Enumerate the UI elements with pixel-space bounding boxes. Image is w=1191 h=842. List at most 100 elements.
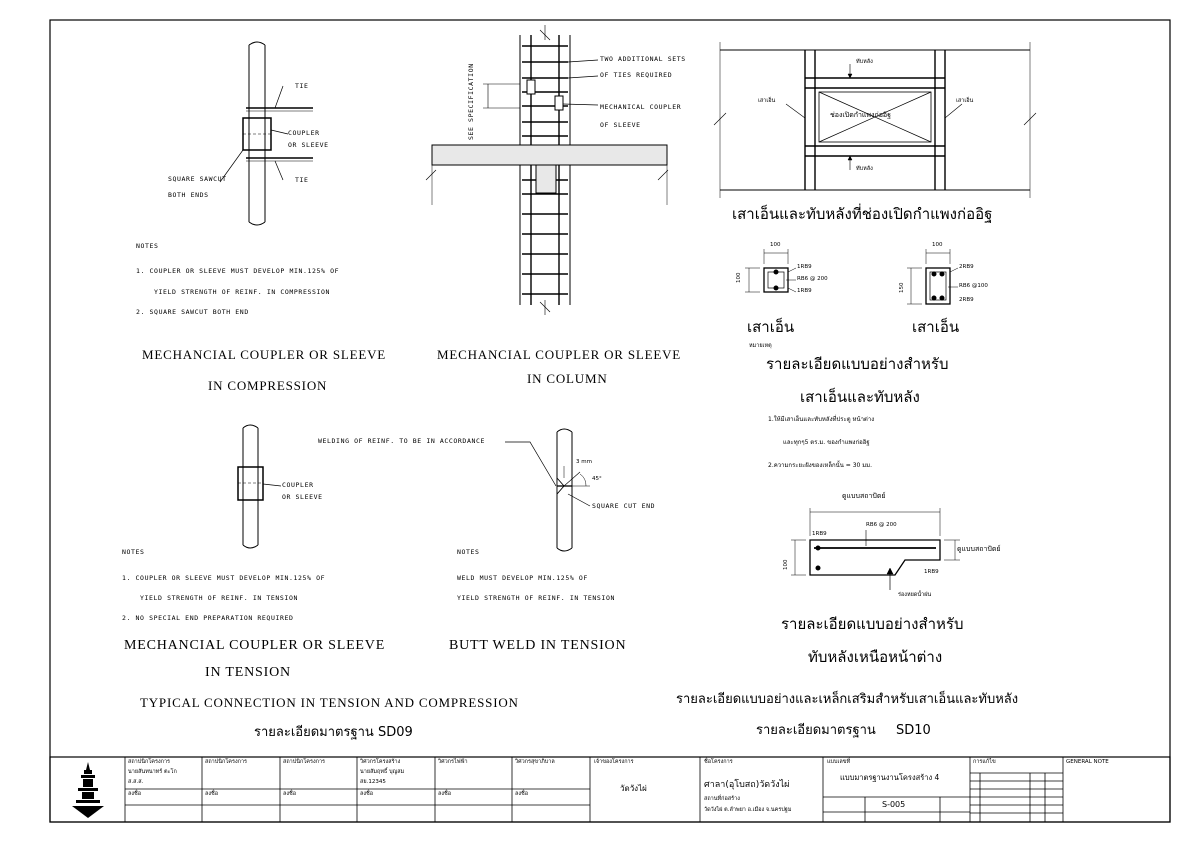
- detail-c-title: เสาเอ็นและทับหลังที่ช่องเปิดกำแพงก่ออิฐ: [732, 205, 993, 223]
- coupler-label: COUPLER: [288, 129, 320, 137]
- detail-a-title: MECHANCIAL COUPLER OR SLEEVE: [142, 347, 387, 362]
- column-right-label: เสาเอ็น: [956, 98, 974, 104]
- angle-label: 45°: [592, 476, 602, 482]
- remark-label: หมายเหตุ: [749, 343, 772, 349]
- tb-structural-header: วิศวกรโครงสร้าง: [360, 759, 401, 765]
- detail-e-subtitle: ทับหลังเหนือหน้าต่าง: [808, 648, 943, 666]
- section-label-1: เสาเอ็น: [747, 318, 795, 336]
- tb-architect-code: ส.ส.ส.: [128, 779, 144, 785]
- column-left-label: เสาเอ็น: [758, 98, 776, 104]
- welding-label: WELDING OF REINF. TO BE IN ACCORDANCE: [318, 437, 485, 445]
- wall-side-label: ดูแบบสถาปัตย์: [957, 545, 1001, 553]
- detail-e-lintel: [791, 508, 960, 590]
- tb-architect-header: สถาปนิกโครงการ: [128, 759, 171, 765]
- detail-d-note-2: 2.ความกระยะฝังของเหล็กนั้น = 30 มม.: [768, 462, 873, 469]
- mech-coupler-label: MECHANICAL COUPLER: [600, 103, 682, 111]
- tb-sign-1: ลงชื่อ: [128, 791, 142, 797]
- detail-d-sections: [745, 249, 959, 305]
- tb-sign-6: ลงชื่อ: [515, 791, 529, 797]
- detail-a-bar: [219, 41, 313, 226]
- spec-vertical-label: SEE SPECIFICATION: [467, 63, 475, 140]
- bar-1b: RB6 @ 200: [797, 276, 828, 282]
- stirrup-label: RB6 @ 200: [866, 522, 897, 528]
- tb-sign-2: ลงชื่อ: [205, 791, 219, 797]
- tie-label-bottom: TIE: [295, 176, 309, 184]
- detail-b-subtitle: IN COLUMN: [527, 371, 608, 386]
- detail-d-title: รายละเอียดแบบอย่างสำหรับ: [766, 355, 949, 373]
- mech-coupler-label-2: OF SLEEVE: [600, 121, 641, 129]
- bar-2b: RB6 @100: [959, 283, 988, 289]
- tb-project-header: ชื่อโครงการ: [704, 759, 733, 765]
- detail-f-subtitle: IN TENSION: [205, 665, 291, 680]
- note-1: 1. COUPLER OR SLEEVE MUST DEVELOP MIN.12…: [136, 267, 340, 275]
- tb-owner-name: วัดวังไผ่: [620, 784, 647, 793]
- coupler-tension-label-2: OR SLEEVE: [282, 493, 323, 501]
- detail-c-elevation: [713, 42, 1037, 198]
- square-cut-label: SQUARE CUT END: [592, 502, 656, 510]
- wall-top-label: ดูแบบสถาปัตย์: [842, 492, 886, 500]
- bar-bottom-label: 1RB9: [924, 569, 939, 575]
- tb-sanitary-header: วิศวกรสุขาภิบาล: [515, 759, 555, 765]
- note-g-1: WELD MUST DEVELOP MIN.125% OF: [457, 574, 588, 582]
- detail-f-title: MECHANCIAL COUPLER OR SLEEVE: [124, 638, 386, 653]
- tb-drawing-header: แบบเลขที่: [827, 759, 851, 765]
- sd10-title: รายละเอียดแบบอย่างและเหล็กเสริมสำหรับเสา…: [676, 692, 1019, 707]
- dim-width-1: 100: [770, 242, 781, 248]
- tb-architect-3-header: สถาปนิกโครงการ: [283, 759, 326, 765]
- sd10-code: SD10: [896, 723, 931, 738]
- tb-revision-header: การแก้ไข: [973, 759, 996, 765]
- tb-site-header: สถานที่ก่อสร้าง: [704, 796, 740, 802]
- tb-architect-2-header: สถาปนิกโครงการ: [205, 759, 248, 765]
- bar-2a: 2RB9: [959, 264, 974, 270]
- detail-b-column: [425, 25, 669, 315]
- opening-label: ช่องเปิดกำแพงก่ออิฐ: [830, 111, 891, 119]
- note-f-2: 2. NO SPECIAL END PREPARATION REQUIRED: [122, 614, 294, 622]
- tb-site-address: วัดวังไผ่ ต.ลำพยา อ.เมือง จ.นครปฐม: [704, 807, 792, 813]
- gap-label: 3 mm: [576, 459, 592, 465]
- detail-d-note-1-cont: และทุกๆ5 ตร.ม. ของกำแพงก่ออิฐ: [783, 439, 870, 446]
- detail-d-subtitle: เสาเอ็นและทับหลัง: [800, 388, 920, 406]
- tb-electrical-header: วิศวกรไฟฟ้า: [438, 759, 468, 765]
- tb-drawing-number: S-005: [882, 800, 906, 809]
- beam-top-label: ทับหลัง: [856, 59, 873, 65]
- detail-d-note-1: 1.ให้มีเสาเอ็นและทับหลังที่ประตู หน้าต่า…: [768, 416, 875, 423]
- note-f-1-cont: YIELD STRENGTH OF REINF. IN TENSION: [140, 594, 298, 602]
- sawcut-label-2: BOTH ENDS: [168, 191, 209, 199]
- sd09-code: รายละเอียดมาตรฐาน SD09: [254, 725, 413, 740]
- note-g-1-cont: YIELD STRENGTH OF REINF. IN TENSION: [457, 594, 615, 602]
- tie-label: TIE: [295, 82, 309, 90]
- bar-top-label: 1RB9: [812, 531, 827, 537]
- tb-owner-header: เจ้าของโครงการ: [594, 759, 634, 765]
- detail-b-title: MECHANCIAL COUPLER OR SLEEVE: [437, 347, 682, 362]
- ties-label-2: OF TIES REQUIRED: [600, 71, 673, 79]
- lintel-dim-h: 100: [783, 559, 789, 571]
- tb-sign-5: ลงชื่อ: [438, 791, 452, 797]
- detail-g-weld: [505, 428, 591, 552]
- bar-2c: 2RB9: [959, 297, 974, 303]
- title-block-grid: [124, 757, 1064, 822]
- beam-bottom-label: ทับหลัง: [856, 166, 873, 172]
- notes-title-g: NOTES: [457, 548, 480, 556]
- detail-e-title: รายละเอียดแบบอย่างสำหรับ: [781, 615, 964, 633]
- ties-label: TWO ADDITIONAL SETS: [600, 55, 686, 63]
- tb-project-name: ศาลา(อุโบสถ)วัดวังไผ่: [704, 780, 790, 790]
- sd09-title: TYPICAL CONNECTION IN TENSION AND COMPRE…: [140, 695, 519, 710]
- note-1-cont: YIELD STRENGTH OF REINF. IN COMPRESSION: [154, 288, 331, 296]
- sd10-label: รายละเอียดมาตรฐาน: [756, 723, 876, 738]
- notes-title-f: NOTES: [122, 548, 145, 556]
- tb-structural-code: สย.12345: [360, 779, 386, 785]
- logo-emblem: [72, 762, 104, 818]
- tb-architect-name: นายสันทนาทร์ ตะโก: [128, 769, 177, 775]
- section-label-2: เสาเอ็น: [912, 318, 960, 336]
- detail-g-title: BUTT WELD IN TENSION: [449, 638, 627, 653]
- tb-sign-4: ลงชื่อ: [360, 791, 374, 797]
- tb-structural-name: นายสัมฤทธิ์ บุญสม: [360, 769, 405, 775]
- dim-height-1: 100: [736, 272, 742, 284]
- tb-drawing-title: แบบมาตรฐานงานโครงสร้าง 4: [840, 773, 940, 782]
- note-2: 2. SQUARE SAWCUT BOTH END: [136, 308, 249, 316]
- coupler-label-2: OR SLEEVE: [288, 141, 329, 149]
- bar-1c: 1RB9: [797, 288, 812, 294]
- note-f-1: 1. COUPLER OR SLEEVE MUST DEVELOP MIN.12…: [122, 574, 326, 582]
